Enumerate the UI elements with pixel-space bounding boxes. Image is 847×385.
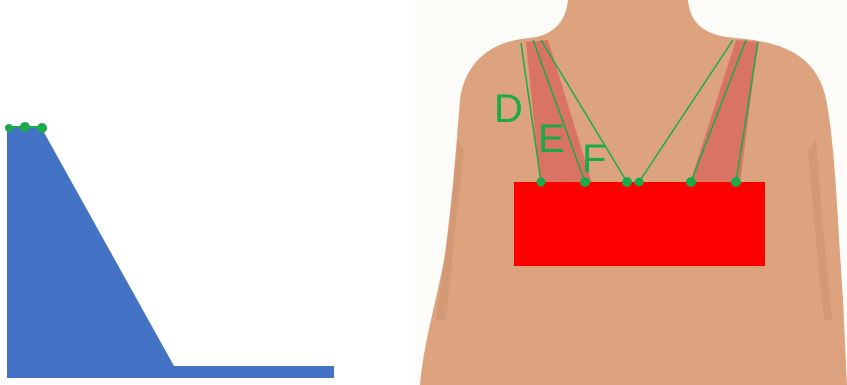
band-point-5	[686, 177, 696, 187]
band-point-1	[537, 178, 546, 187]
profile-shape	[7, 127, 334, 378]
label-f: F	[582, 137, 606, 181]
profile-point-1	[5, 124, 13, 132]
band-point-3	[622, 177, 632, 187]
band-point-6	[731, 177, 741, 187]
label-d: D	[494, 87, 523, 131]
profile-point-3	[37, 123, 47, 133]
band-point-4	[635, 178, 644, 187]
profile-point-2	[20, 122, 30, 132]
band-rectangle	[514, 182, 765, 266]
label-e: E	[538, 117, 565, 161]
